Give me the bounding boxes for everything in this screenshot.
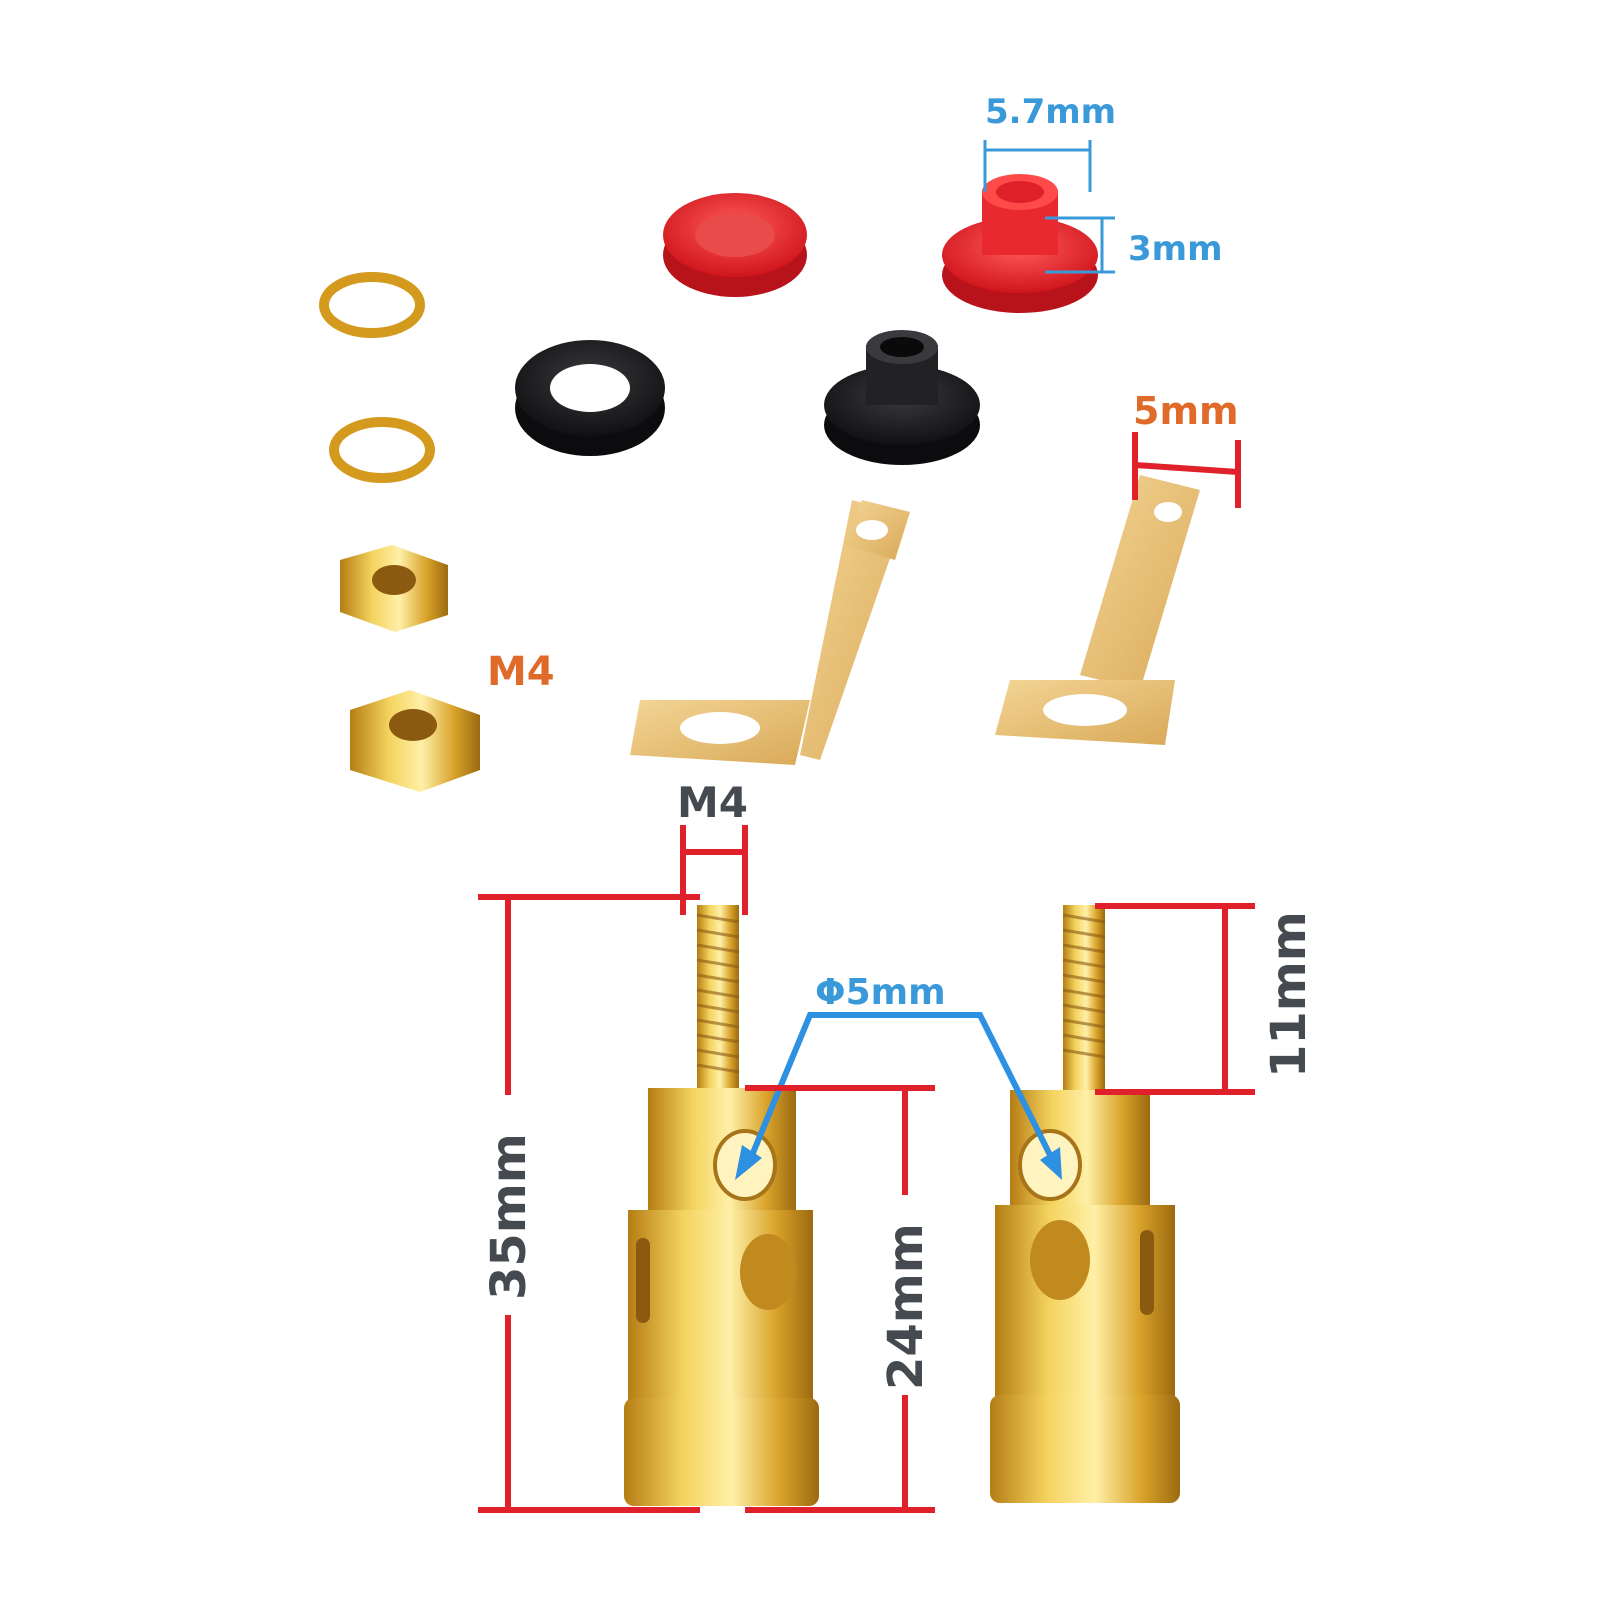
black-flat-washer xyxy=(515,340,665,456)
label-m4-post: M4 xyxy=(677,778,749,827)
solder-lug-1 xyxy=(630,500,910,765)
hex-nut-1 xyxy=(340,545,448,632)
dim-35mm xyxy=(478,894,700,1513)
solder-lug-2 xyxy=(995,475,1200,745)
dim-5.7mm xyxy=(983,140,1092,192)
label-11mm: 11mm xyxy=(1261,911,1317,1078)
arrow-head-left xyxy=(735,1145,762,1180)
binding-post-right xyxy=(990,905,1180,1503)
red-flat-washer xyxy=(663,193,807,297)
label-35mm: 35mm xyxy=(481,1133,537,1300)
label-phi-5mm: Φ5mm xyxy=(815,972,946,1013)
label-m4-nut: M4 xyxy=(487,649,555,695)
dim-5mm-lug xyxy=(1132,432,1241,508)
black-shoulder-washer xyxy=(824,330,980,465)
dim-11mm xyxy=(1095,903,1255,1095)
dim-m4-thread xyxy=(680,825,748,915)
label-24mm: 24mm xyxy=(878,1223,934,1390)
spring-washer-1 xyxy=(319,272,425,338)
red-shoulder-washer xyxy=(942,174,1098,313)
dim-3mm xyxy=(1045,216,1115,274)
label-3mm: 3mm xyxy=(1128,229,1223,269)
hex-nut-2 xyxy=(350,690,480,792)
binding-post-left xyxy=(624,905,819,1506)
label-5mm: 5mm xyxy=(1133,389,1239,433)
label-5.7mm: 5.7mm xyxy=(985,92,1117,132)
dim-24mm xyxy=(745,1085,935,1513)
spring-washer-2 xyxy=(329,417,435,483)
arrow-head-right xyxy=(1040,1147,1062,1180)
